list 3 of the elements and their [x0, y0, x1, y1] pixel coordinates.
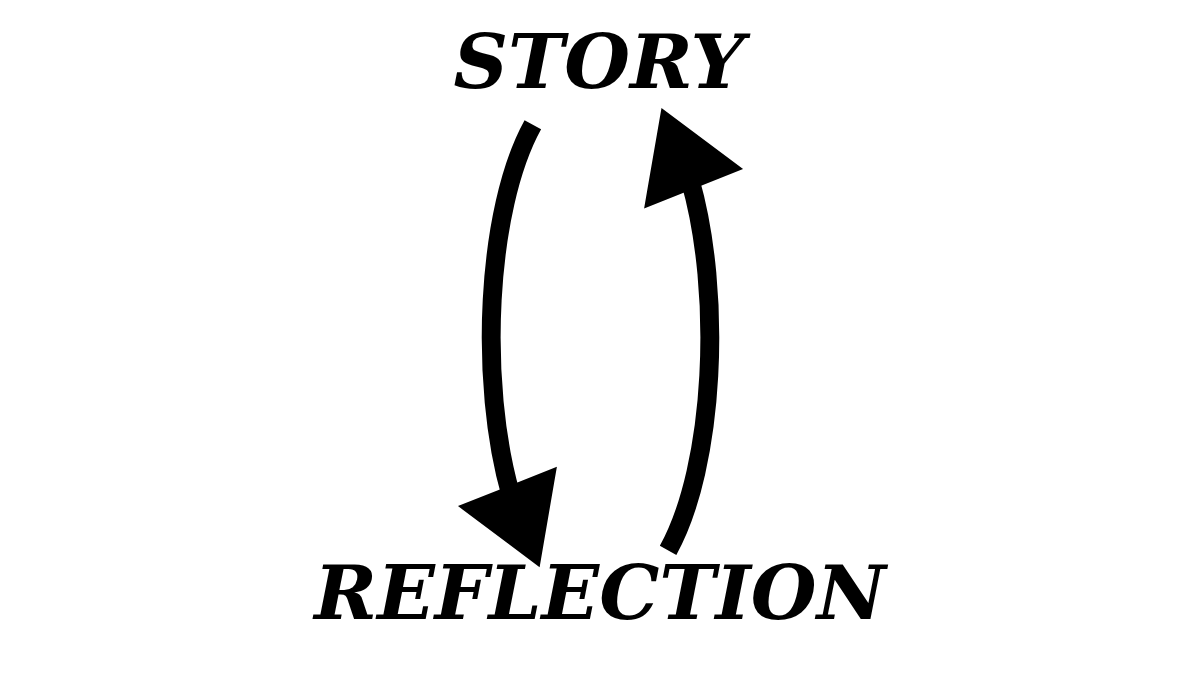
- node-text: REFLECTION: [313, 548, 886, 638]
- arrow: [643, 108, 743, 555]
- arrow: [457, 120, 557, 568]
